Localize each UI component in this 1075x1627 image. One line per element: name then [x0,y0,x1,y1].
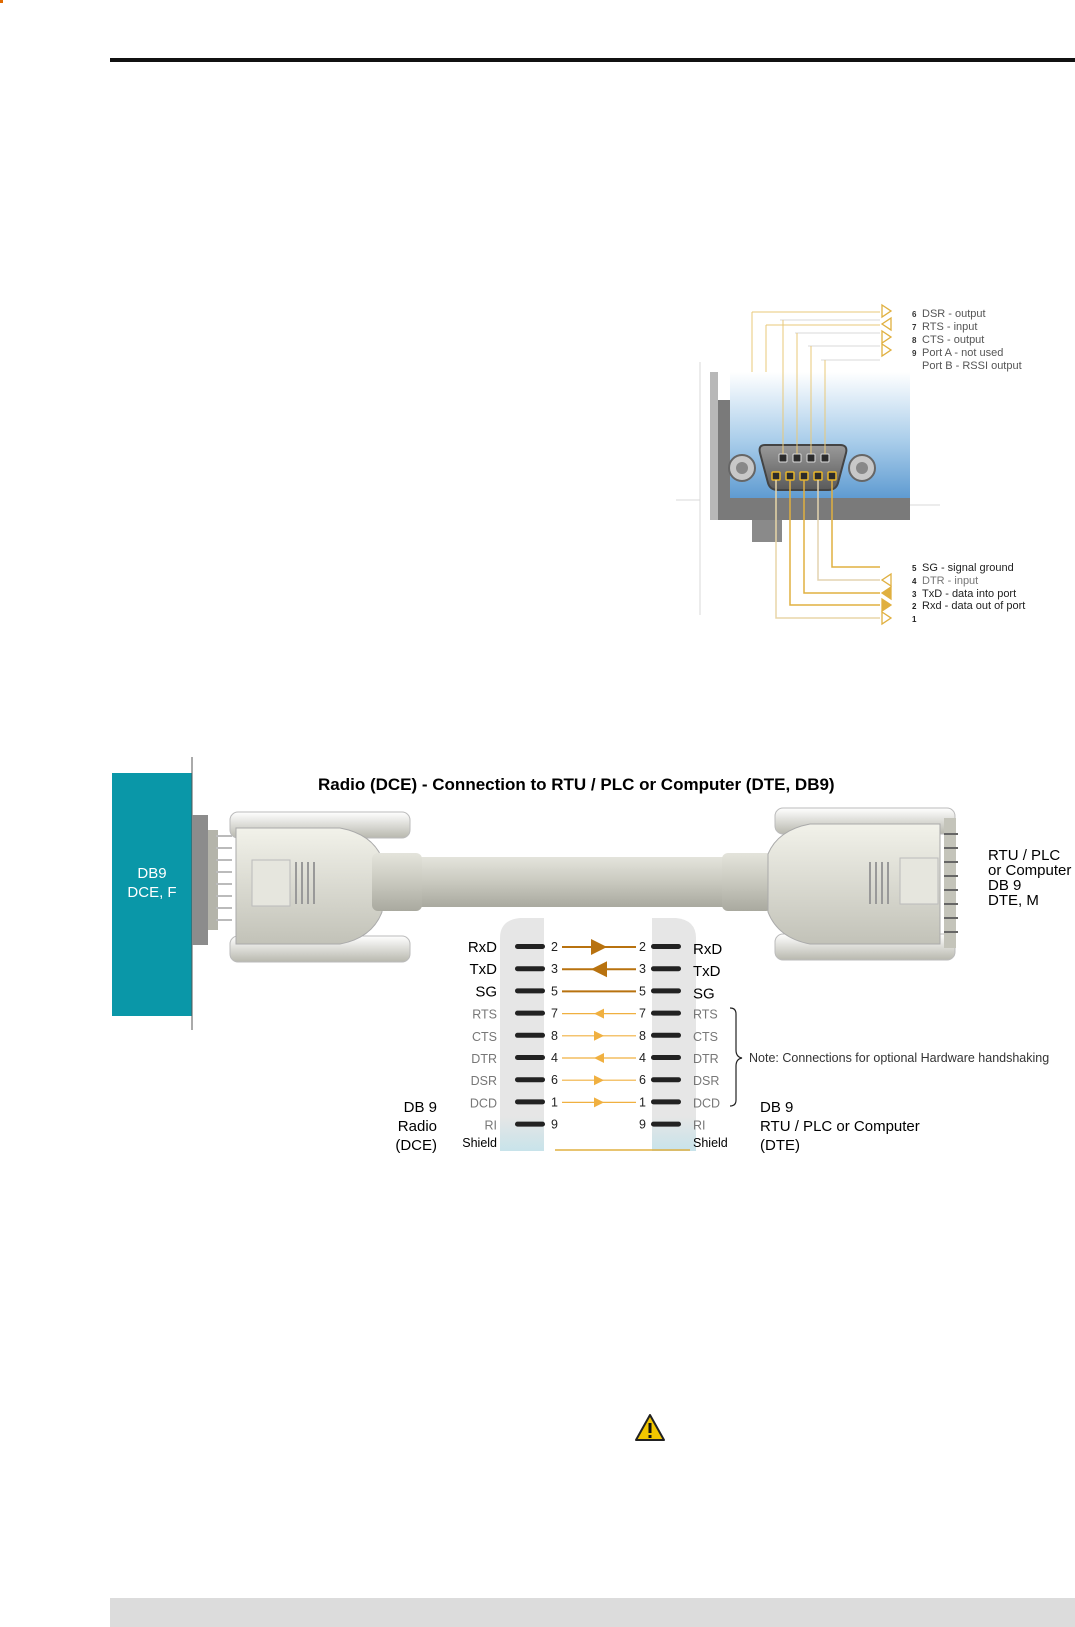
pin-label-1-num: 1 [912,615,917,624]
pin-num-left: 9 [551,1118,558,1132]
pin-num-right: 2 [639,940,646,954]
pin-label-4-num: 4 [912,577,917,586]
pin-num-left: 5 [551,984,558,998]
pin-name-right: TxD [693,963,721,980]
shield-left: Shield [462,1136,497,1150]
right-caption-line1: DB 9 [760,1099,793,1116]
right-device-line4: DTE, M [988,892,1039,909]
pin-num-right: 8 [639,1029,646,1043]
left-caption-line3: (DCE) [395,1137,437,1154]
pin-name-left: CTS [472,1030,497,1044]
pin-name-right: DSR [693,1074,719,1088]
right-device-line1: RTU / PLC [988,847,1060,864]
pin-label-8-num: 8 [912,336,917,345]
port-diagram: 6 DSR - output 7 RTS - input 8 CTS - out… [676,303,1025,626]
pin-name-right: DTR [693,1052,719,1066]
pin-num-left: 8 [551,1029,558,1043]
pin-num-left: 3 [551,962,558,976]
pin-num-right: 5 [639,984,646,998]
pin-label-6: DSR - output [922,308,986,320]
pin-label-9-num: 9 [912,349,917,358]
pin-label-7-num: 7 [912,323,917,332]
shield-right: Shield [693,1136,728,1150]
pin-label-3-num: 3 [912,590,917,599]
right-caption-line2: RTU / PLC or Computer [760,1118,920,1135]
handshake-note: Note: Connections for optional Hardware … [749,1051,1049,1065]
pin-name-left: DTR [471,1052,497,1066]
corner-mark [0,0,3,3]
pin-name-right: RI [693,1119,706,1133]
pin-name-left: RI [485,1119,498,1133]
pin-num-left: 6 [551,1073,558,1087]
pin-name-right: RTS [693,1008,718,1022]
pin-num-right: 9 [639,1118,646,1132]
pin-name-left: RxD [468,939,497,956]
pin-name-left: TxD [470,961,498,978]
pin-label-6-num: 6 [912,310,917,319]
pin-num-left: 1 [551,1095,558,1109]
pin-num-left: 7 [551,1007,558,1021]
pin-label-7: RTS - input [922,321,977,333]
pin-name-right: SG [693,985,715,1002]
pin-label-5: SG - signal ground [922,562,1014,574]
pin-num-right: 3 [639,962,646,976]
right-device-line2: or Computer [988,862,1071,879]
pin-label-9: Port A - not used [922,347,1003,359]
pin-label-2-num: 2 [912,602,917,611]
pin-name-left: RTS [472,1008,497,1022]
left-caption-line1: DB 9 [404,1099,437,1116]
pin-label-2: Rxd - data out of port [922,600,1025,612]
pin-num-right: 4 [639,1051,646,1065]
footer-bar [110,1598,1075,1627]
cable-diagram-title: Radio (DCE) - Connection to RTU / PLC or… [318,775,835,794]
pin-label-3: TxD - data into port [922,588,1016,600]
radio-box-line1: DB9 [137,865,166,882]
right-caption-line3: (DTE) [760,1137,800,1154]
pin-name-right: DCD [693,1096,720,1110]
pin-name-right: RxD [693,941,722,958]
pin-num-right: 1 [639,1095,646,1109]
pin-num-left: 4 [551,1051,558,1065]
pin-num-right: 6 [639,1073,646,1087]
left-caption-line2: Radio [398,1118,437,1135]
pin-num-left: 2 [551,940,558,954]
pin-name-left: SG [475,983,497,1000]
right-device-line3: DB 9 [988,877,1021,894]
pin-label-9b: Port B - RSSI output [922,360,1022,372]
pin-name-left: DCD [470,1096,497,1110]
pin-label-8: CTS - output [922,334,984,346]
pin-label-4: DTR - input [922,575,978,587]
pin-name-right: CTS [693,1030,718,1044]
header-rule [110,58,1075,62]
pin-name-left: DSR [471,1074,497,1088]
warning-icon [635,1414,665,1441]
radio-box-line2: DCE, F [127,884,176,901]
pin-num-right: 7 [639,1007,646,1021]
pin-label-5-num: 5 [912,564,917,573]
